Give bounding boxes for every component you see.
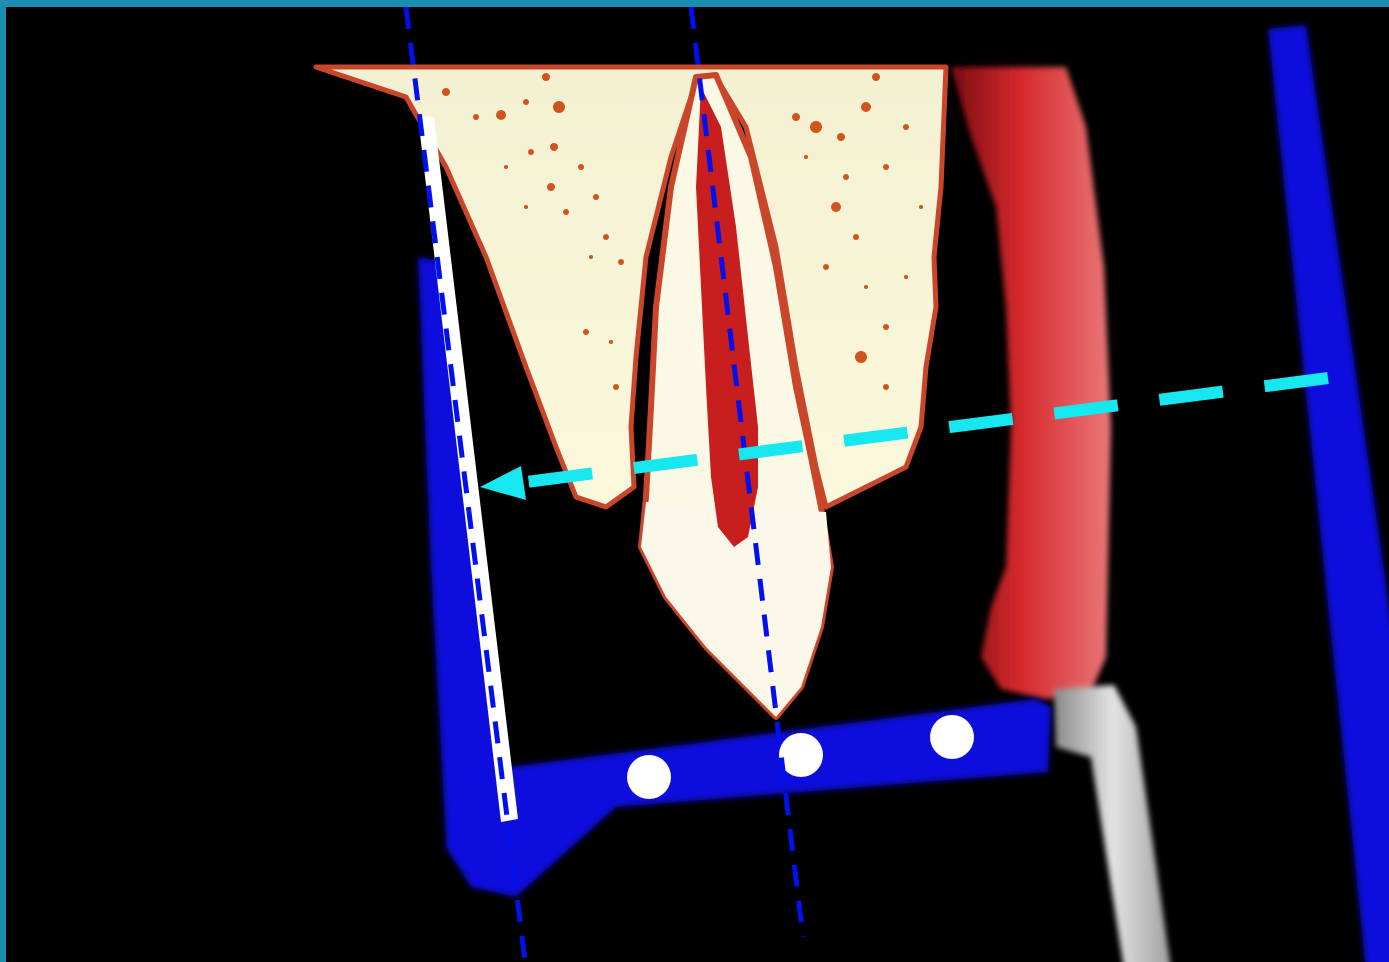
- bite-marker: [930, 715, 974, 759]
- bite-marker: [627, 755, 671, 799]
- radiography-diagram: [6, 7, 1389, 962]
- holder-rod-right: [1268, 25, 1389, 962]
- arrowhead-icon: [480, 466, 526, 500]
- lip: [951, 67, 1111, 699]
- bite-marker: [779, 733, 823, 777]
- holder-handle: [1054, 685, 1171, 962]
